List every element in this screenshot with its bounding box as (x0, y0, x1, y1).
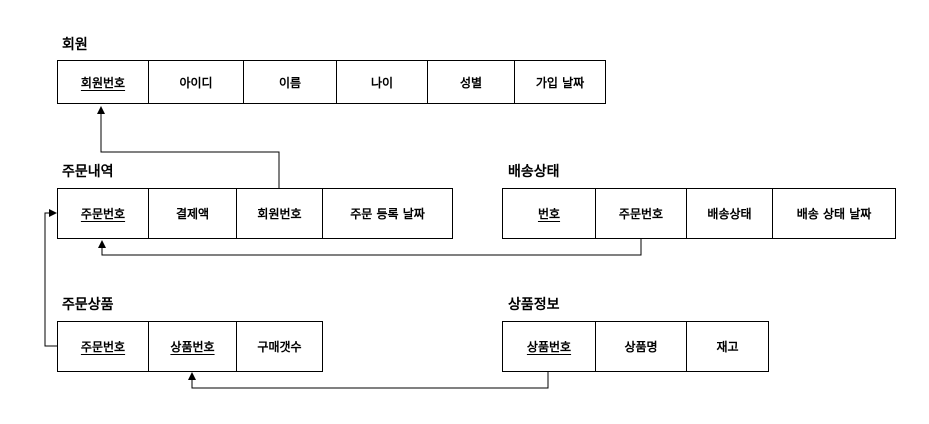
arrowhead-order-from-orderitem (49, 209, 57, 217)
product-col-product-no: 상품번호 (526, 340, 572, 354)
order-history-table-title: 주문내역 (62, 164, 114, 180)
delivery-status-table-title: 배송상태 (508, 164, 560, 180)
product-col-stock: 재고 (686, 322, 768, 371)
delivery-status-table: 번호 주문번호 배송상태 배송 상태 날짜 (502, 188, 896, 239)
member-col-gender: 성별 (427, 61, 514, 103)
order-item-table: 주문번호 상품번호 구매갯수 (57, 321, 323, 372)
order-item-col-order-no: 주문번호 (80, 340, 126, 354)
order-history-col-order-no: 주문번호 (80, 207, 126, 221)
delivery-col-status-date: 배송 상태 날짜 (772, 189, 895, 238)
fk-orderitem-product-line (191, 372, 549, 389)
order-history-col-payment: 결제액 (148, 189, 236, 238)
fk-order-member-line (100, 112, 280, 188)
delivery-col-order-no: 주문번호 (595, 189, 686, 238)
fk-orderitem-order-line (44, 212, 57, 347)
order-item-table-title: 주문상품 (62, 297, 114, 313)
fk-delivery-order-line (101, 239, 642, 256)
order-history-table: 주문번호 결제액 회원번호 주문 등록 날짜 (57, 188, 453, 239)
member-col-name: 이름 (243, 61, 336, 103)
order-item-col-quantity: 구매갯수 (236, 322, 322, 371)
arrowhead-product (188, 372, 196, 380)
product-col-name: 상품명 (595, 322, 686, 371)
member-table: 회원번호 아이디 이름 나이 성별 가입 날짜 (57, 60, 606, 104)
order-history-col-order-date: 주문 등록 날짜 (322, 189, 452, 238)
product-info-table: 상품번호 상품명 재고 (502, 321, 769, 372)
delivery-col-no: 번호 (537, 207, 561, 221)
member-col-age: 나이 (336, 61, 427, 103)
product-info-table-title: 상품정보 (508, 297, 560, 313)
arrowhead-member (97, 106, 105, 114)
member-col-member-no: 회원번호 (80, 75, 126, 90)
delivery-col-status: 배송상태 (686, 189, 772, 238)
arrowhead-order-from-delivery (98, 240, 106, 248)
order-item-col-product-no: 상품번호 (148, 322, 236, 371)
member-col-join-date: 가입 날짜 (514, 61, 605, 103)
member-col-user-id: 아이디 (148, 61, 243, 103)
member-table-title: 회원 (62, 37, 88, 53)
order-history-col-member-no: 회원번호 (236, 189, 322, 238)
